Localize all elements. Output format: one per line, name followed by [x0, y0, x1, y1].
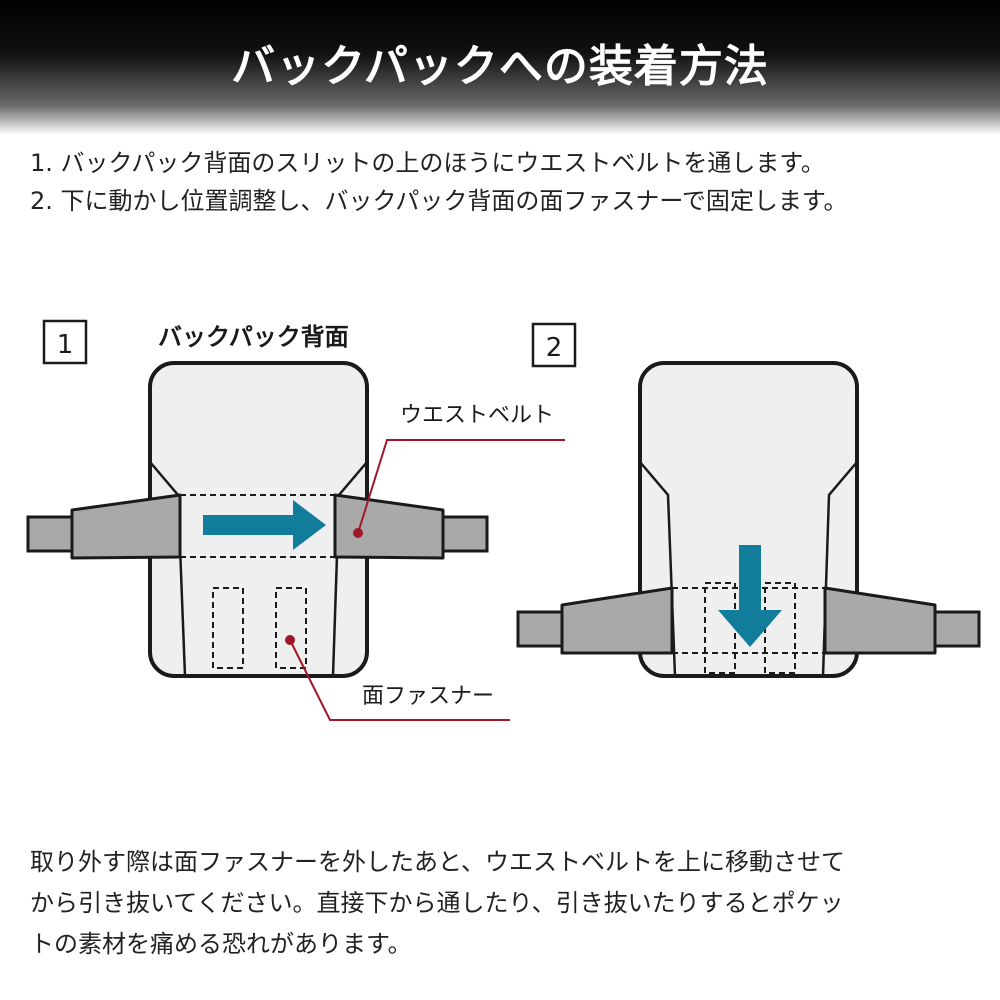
fastener-patch-right-1 [275, 587, 307, 669]
panel-1-caption: バックパック背面 [158, 323, 349, 351]
callout-dot-belt [353, 528, 363, 538]
belt-strap-right-2 [933, 610, 981, 648]
note-line-2: から引き抜いてください。直接下から通したり、引き抜いたりするとポケッ [30, 889, 844, 917]
arrow-right-icon [203, 500, 326, 550]
waist-belt-right-2 [823, 586, 937, 655]
waist-belt-right-1 [333, 493, 445, 560]
removal-note: 取り外す際は面ファスナーを外したあと、ウエストベルトを上に移動させて から引き抜… [30, 842, 980, 965]
label-fastener: 面ファスナー [362, 684, 494, 709]
fastener-patch-left-1 [212, 587, 244, 669]
belt-strap-left-2 [516, 610, 564, 648]
arrow-down-icon [718, 545, 782, 647]
panel-1: 1 バックパック背面 ウエストベルト 面ファスナー [26, 319, 565, 721]
callout-line-fastener [289, 639, 510, 721]
belt-strap-right-1 [441, 515, 489, 553]
label-waist-belt: ウエストベルト [400, 403, 554, 428]
step-2-text: 2. 下に動かし位置調整し、バックパック背面の面ファスナーで固定します。 [30, 187, 848, 215]
step-number-2: 2 [546, 333, 563, 363]
callout-dot-fastener [285, 635, 295, 645]
step-number-box-1 [42, 319, 88, 365]
callout-line-belt [357, 439, 565, 534]
belt-strap-left-1 [26, 515, 74, 553]
panel-2: 2 [516, 322, 981, 678]
waist-belt-left-1 [70, 493, 182, 560]
step-number-1: 1 [57, 330, 74, 360]
note-line-3: トの素材を痛める恐れがあります。 [30, 930, 412, 958]
waist-belt-left-2 [560, 586, 674, 655]
page-title: バックパックへの装着方法 [231, 41, 769, 92]
header-banner: バックパックへの装着方法 [0, 0, 1000, 135]
instruction-steps: 1. バックパック背面のスリットの上のほうにウエストベルトを通します。 2. 下… [30, 144, 990, 220]
step-1-text: 1. バックパック背面のスリットの上のほうにウエストベルトを通します。 [30, 149, 825, 177]
step-number-box-2 [531, 322, 577, 368]
note-line-1: 取り外す際は面ファスナーを外したあと、ウエストベルトを上に移動させて [30, 848, 846, 876]
backpack-back-panel-2 [638, 361, 859, 678]
